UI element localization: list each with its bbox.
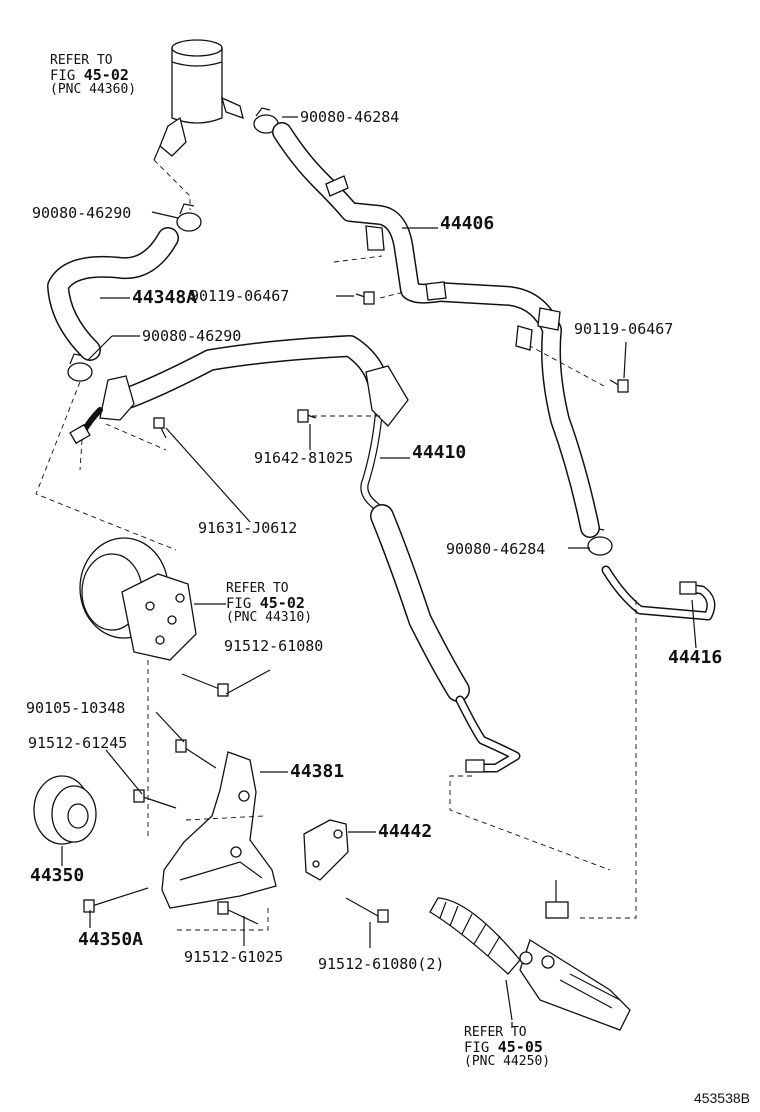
part-label-91512-g1025[interactable]: 91512-G1025 [184,948,284,966]
bolts-drawing [83,291,629,925]
dashed-alignment-lines [35,159,637,931]
bracket-44381-drawing [161,751,277,909]
note-pump-fig-prefix: FIG [226,596,252,612]
part-label-44410[interactable]: 44410 [412,442,467,463]
note-pump-pnc: (PNC 44310) [226,610,313,625]
part-label-90080-46290-lower[interactable]: 90080-46290 [142,327,242,345]
note-gear-pnc: (PNC 44250) [464,1054,551,1069]
figure-id: 453538B [693,1090,750,1106]
note-pump-reference[interactable]: REFER TO FIG 45-02 (PNC 44310) [226,582,312,625]
part-label-44442[interactable]: 44442 [378,821,433,842]
part-label-91512-61080-2[interactable]: 91512-61080(2) [318,955,445,973]
note-gear-fig: 45-05 [497,1038,543,1056]
part-label-90080-46284-right[interactable]: 90080-46284 [446,540,546,558]
part-label-44350a[interactable]: 44350A [78,929,144,950]
note-reservoir-line1: REFER TO [50,53,113,68]
note-gear-fig-prefix: FIG [464,1040,490,1056]
note-gear-reference[interactable]: REFER TO FIG 45-05 (PNC 44250) [464,1026,550,1069]
part-label-44381[interactable]: 44381 [290,761,345,782]
note-reservoir-fig-prefix: FIG [50,68,76,84]
part-label-91512-61080[interactable]: 91512-61080 [224,637,324,655]
leader-lines [61,116,697,1028]
part-label-44406[interactable]: 44406 [440,213,495,234]
pump-drawing [79,537,197,661]
hose-44410-drawing [69,335,521,773]
tube-44416-drawing [601,565,716,621]
note-gear-line1: REFER TO [464,1025,527,1040]
part-label-90080-46290-top[interactable]: 90080-46290 [32,204,132,222]
bracket-44442-drawing [303,819,349,881]
part-label-90105-10348[interactable]: 90105-10348 [26,699,126,717]
clamp-90080-46290-top [176,203,202,232]
part-label-91642-81025[interactable]: 91642-81025 [254,449,354,467]
pulley-44350-drawing [33,775,97,845]
part-label-91631-j0612[interactable]: 91631-J0612 [198,519,298,537]
part-label-90080-46284-top[interactable]: 90080-46284 [300,108,400,126]
part-label-44350[interactable]: 44350 [30,865,85,886]
note-reservoir-fig: 45-02 [83,66,129,84]
part-label-90119-06467-right[interactable]: 90119-06467 [574,320,674,338]
note-reservoir-reference[interactable]: REFER TO FIG 45-02 (PNC 44360) [50,54,136,97]
reservoir-drawing [153,39,244,161]
part-label-44348a[interactable]: 44348A [132,287,198,308]
note-pump-fig: 45-02 [259,594,305,612]
part-label-90119-06467-left[interactable]: 90119-06467 [190,287,290,305]
part-label-91512-61245[interactable]: 91512-61245 [28,734,128,752]
hose-44406-drawing [272,122,600,538]
steering-gear-drawing [429,880,631,1031]
clamp-90080-46290-lower [67,353,93,382]
part-label-44416[interactable]: 44416 [668,647,723,668]
clamp-90080-46284-top [253,107,279,134]
note-reservoir-pnc: (PNC 44360) [50,82,137,97]
note-pump-line1: REFER TO [226,581,289,596]
hose-44348a-drawing [47,227,179,361]
